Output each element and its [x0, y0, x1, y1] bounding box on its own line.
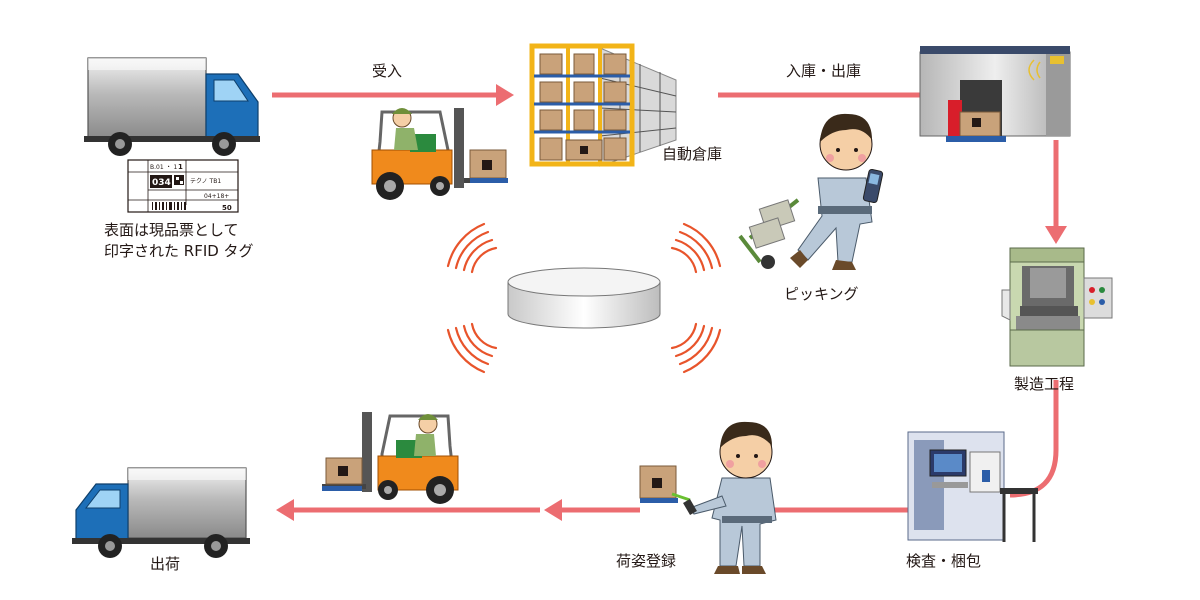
tag-caption-line1: 表面は現品票として — [104, 221, 239, 239]
rfid-signal-waves — [446, 222, 722, 374]
label-auto-warehouse: 自動倉庫 — [662, 145, 722, 163]
label-manufacturing: 製造工程 — [1014, 375, 1074, 393]
arrow-registration-head — [544, 499, 562, 521]
tag-field-b: 1 — [178, 163, 183, 171]
tag-field-a: B.01 ・ 1 — [150, 164, 177, 171]
arrow-down-head — [1045, 226, 1067, 244]
flow-arrows — [272, 84, 1067, 521]
rfid-reader-icon — [507, 267, 661, 329]
storage-unit-icon — [919, 46, 1071, 142]
tag-caption-line2: 印字された RFID タグ — [104, 242, 254, 260]
forklift-shipping-icon — [322, 412, 459, 504]
inspection-machine-icon — [907, 431, 1038, 542]
tag-field-c: 04+18+ — [204, 193, 229, 200]
tag-qty: 50 — [222, 204, 232, 212]
registration-worker-icon — [639, 421, 777, 574]
tag-number: 034 — [152, 178, 171, 188]
arrow-press-to-inspection — [1009, 380, 1059, 498]
truck-receiving-icon — [84, 57, 260, 156]
tag-number-box — [150, 175, 172, 188]
barcode-icon — [152, 202, 186, 210]
arrow-receiving-head — [496, 84, 514, 106]
label-inspection-packing: 検査・梱包 — [906, 552, 981, 570]
auto-warehouse-rack-icon — [529, 43, 677, 167]
press-machine-icon — [1001, 247, 1113, 367]
label-in-out: 入庫・出庫 — [786, 62, 861, 80]
label-picking: ピッキング — [784, 285, 859, 303]
label-package-registration: 荷姿登録 — [616, 552, 676, 570]
picking-worker-icon — [738, 113, 884, 270]
rfid-tag-card: B.01 ・ 1 1 テクノ TB1 034 04+18+ 50 — [127, 159, 239, 213]
tag-company: テクノ TB1 — [190, 178, 221, 185]
hand-cart-icon — [738, 198, 800, 269]
arrow-shipping-head — [276, 499, 294, 521]
label-receiving: 受入 — [372, 62, 402, 80]
truck-shipping-icon — [72, 467, 250, 558]
label-shipping: 出荷 — [150, 555, 180, 573]
forklift-icon — [371, 108, 508, 200]
